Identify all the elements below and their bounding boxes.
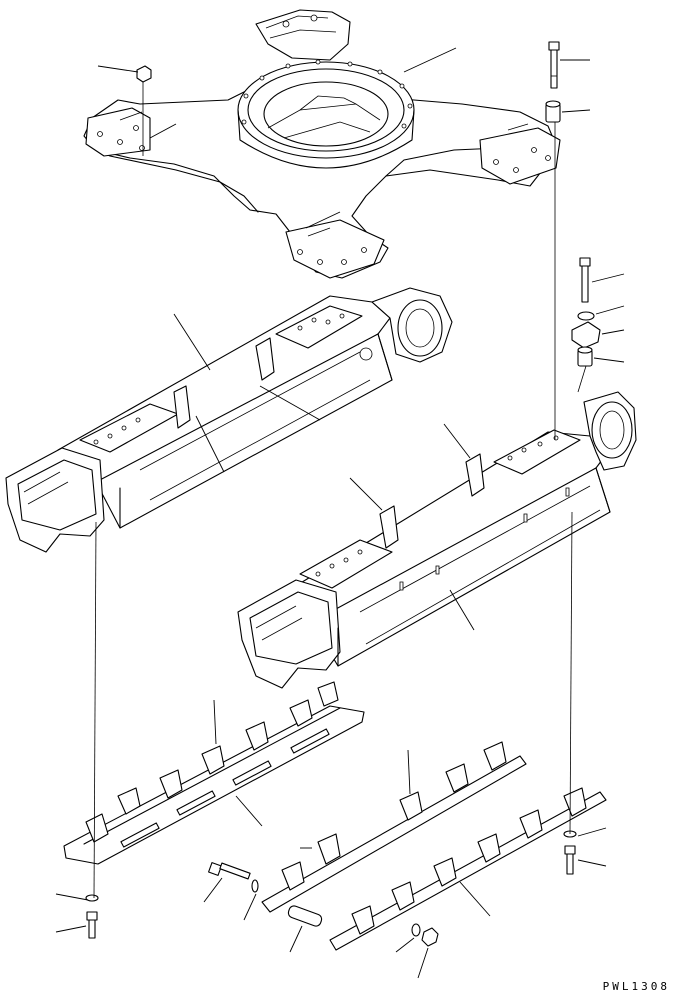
alignment-lines [94,82,586,898]
ring-bolt-holes [242,60,412,128]
left-track-frame [6,288,452,552]
spacer-plate-right [572,322,600,348]
mounting-bolt-top [549,42,559,88]
track-guard-bar-loose [287,905,323,928]
left-track-guard [64,682,364,864]
pad-holes [98,126,551,265]
bolt-lower-left [86,895,98,938]
nut-lower [422,928,438,946]
callout-leaders [56,48,624,978]
mounting-bolt-right [580,258,590,302]
spacer-top [546,101,560,122]
spacer-right [578,347,592,366]
bolt-lower-center [209,863,258,892]
bolt-lower-right [564,831,576,874]
right-track-frame [238,392,636,688]
left-guard-bars [121,729,329,847]
right-track-guard [262,742,606,950]
washer-lower [412,924,420,936]
drawing-code: PWL1308 [603,980,670,993]
left-frame-bolt-holes [94,314,344,444]
right-guard-teeth [282,742,586,934]
right-frame-bolt-holes [316,436,558,576]
right-frame-side-slots [400,488,569,590]
center-frame [84,10,560,278]
nut-center-frame [137,66,151,82]
left-guard-teeth [86,682,338,842]
washer-right [578,312,594,320]
